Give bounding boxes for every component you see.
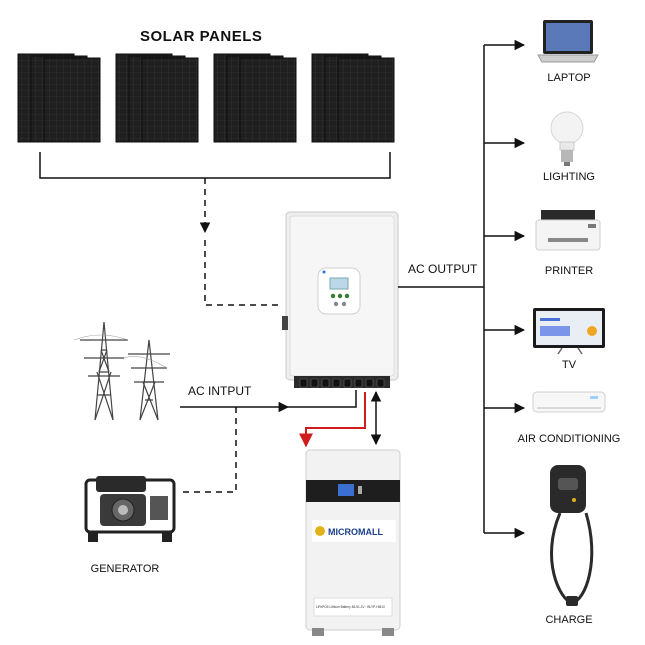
solar-panel-group — [311, 53, 395, 143]
ev-charger-icon — [550, 465, 594, 606]
air-conditioner-icon — [532, 391, 606, 413]
generator-line — [180, 407, 237, 493]
solar-panel — [43, 57, 101, 143]
solar-panel-group — [213, 53, 297, 143]
solar-panel-group — [17, 53, 101, 143]
battery-spec: LiFePO4 Lithium Battery 48-51.2V · BLYP-… — [316, 605, 385, 609]
device-label-air-conditioning: AIR CONDITIONING — [517, 433, 621, 445]
ac-output-label: AC OUTPUT — [408, 262, 478, 276]
ac-input-to-inverter — [288, 390, 357, 408]
device-label-printer: PRINTER — [544, 265, 594, 277]
battery-cabinet — [305, 449, 401, 636]
device-label-lighting: LIGHTING — [543, 171, 595, 183]
lightbulb-icon — [550, 111, 584, 166]
power-tower-icon — [73, 321, 170, 421]
device-label-laptop: LAPTOP — [547, 72, 591, 84]
generator-icon — [84, 476, 176, 542]
solar-panel — [337, 57, 395, 143]
device-label-tv: TV — [561, 359, 577, 371]
solar-panel-group — [115, 53, 199, 143]
ac-input-label: AC INTPUT — [188, 384, 252, 398]
device-label-charge: CHARGE — [545, 614, 593, 626]
solar-panel — [239, 57, 297, 143]
laptop-icon — [537, 20, 599, 63]
solar-panels-title: SOLAR PANELS — [140, 28, 263, 45]
panel-bracket — [39, 152, 391, 179]
battery-brand: MICROMALL — [328, 527, 383, 537]
tv-icon — [533, 308, 605, 355]
pv-line-to-inverter — [204, 240, 282, 306]
printer-icon — [535, 210, 601, 251]
solar-panel — [141, 57, 199, 143]
inverter — [282, 211, 399, 388]
generator-label: GENERATOR — [90, 563, 160, 575]
